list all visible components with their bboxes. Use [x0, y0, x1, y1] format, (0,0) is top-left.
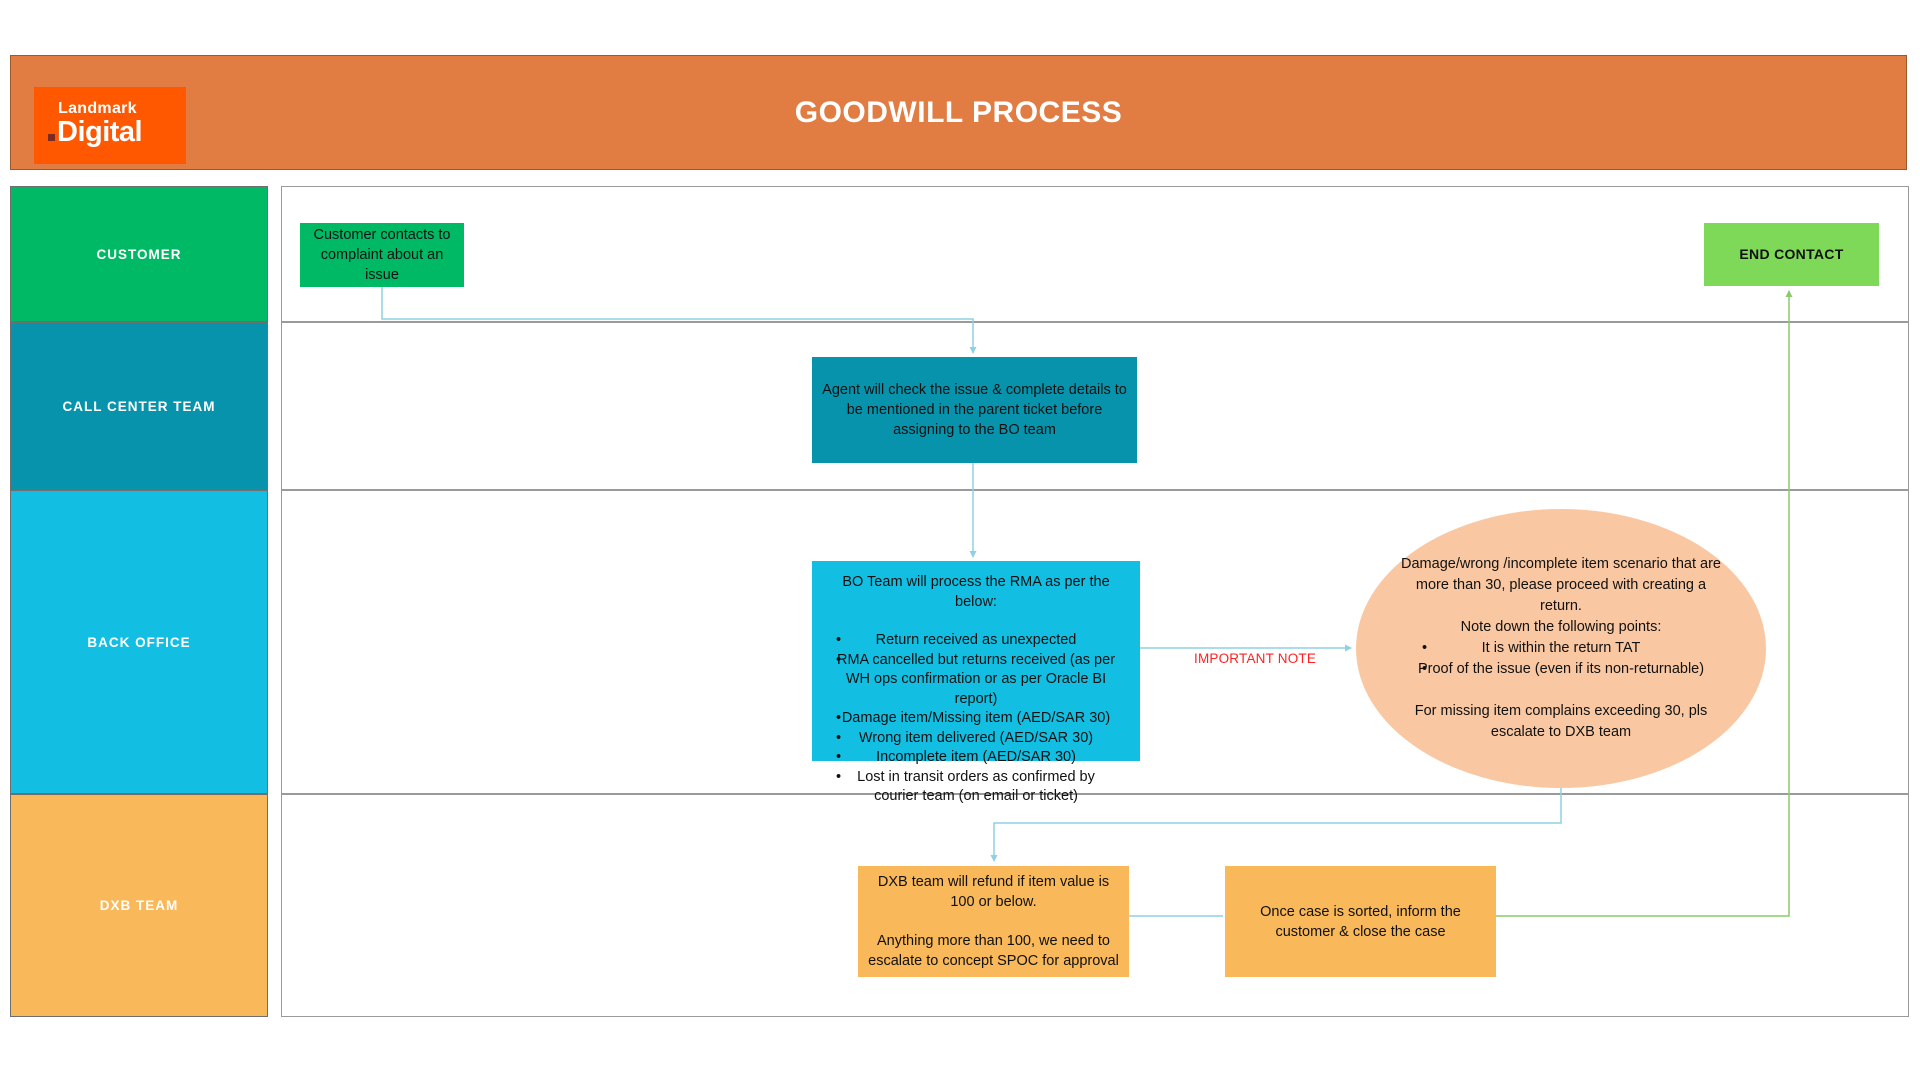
bullet-icon: •: [836, 632, 842, 648]
bo-bullet: •Wrong item delivered (AED/SAR 30): [820, 729, 1132, 749]
note-bullet: •Proof of the issue (even if its non-ret…: [1394, 659, 1728, 680]
dxb-refund-para1: DXB team will refund if item value is 10…: [877, 874, 1110, 910]
bullet-icon: •: [1422, 640, 1428, 656]
bo-bullet: •Incomplete item (AED/SAR 30): [820, 748, 1132, 768]
bo-bullet: •Damage item/Missing item (AED/SAR 30): [820, 709, 1132, 729]
logo-dot-icon: [48, 134, 55, 141]
bo-process-title: BO Team will process the RMA as per the …: [842, 574, 1110, 610]
node-important-note-ellipse: Damage/wrong /incomplete item scenario t…: [1356, 509, 1766, 788]
bullet-icon: •: [836, 651, 842, 668]
note-bullet-list: •It is within the return TAT •Proof of t…: [1394, 638, 1728, 680]
note-line2: Note down the following points:: [1460, 619, 1662, 635]
logo-text-digital: Digital: [48, 117, 186, 147]
bo-bullet: •Lost in transit orders as confirmed by …: [836, 768, 1095, 805]
logo-text-landmark: Landmark: [58, 100, 137, 117]
node-end-contact: END CONTACT: [1704, 223, 1879, 286]
node-customer-contact: Customer contacts to complaint about an …: [300, 223, 464, 287]
note-footer: For missing item complains exceeding 30,…: [1414, 703, 1708, 740]
note-line1: Damage/wrong /incomplete item scenario t…: [1401, 556, 1721, 614]
bullet-icon: •: [1422, 661, 1428, 677]
header-banner: Landmark Digital GOODWILL PROCESS: [10, 55, 1907, 170]
node-dxb-close-case: Once case is sorted, inform the customer…: [1225, 866, 1496, 977]
bo-bullet: •Return received as unexpected: [820, 631, 1132, 651]
important-note-label: IMPORTANT NOTE: [1194, 651, 1317, 666]
landmark-digital-logo: Landmark Digital: [34, 87, 186, 164]
lane-label-dxb-team: DXB TEAM: [10, 794, 268, 1017]
note-bullet: •It is within the return TAT: [1394, 638, 1728, 659]
bullet-icon: •: [836, 710, 842, 726]
bullet-icon: •: [836, 768, 842, 785]
bullet-icon: •: [836, 749, 842, 765]
bo-bullet: •RMA cancelled but returns received (as …: [836, 651, 1116, 707]
lane-label-customer: CUSTOMER: [10, 186, 268, 322]
lane-label-back-office: BACK OFFICE: [10, 490, 268, 794]
bo-process-bullet-list: •Return received as unexpected •RMA canc…: [820, 631, 1132, 807]
lane-label-call-center-team: CALL CENTER TEAM: [10, 322, 268, 490]
bullet-icon: •: [836, 729, 842, 746]
node-agent-check: Agent will check the issue & complete de…: [812, 357, 1137, 463]
lane-row-customer: [281, 186, 1909, 322]
node-dxb-refund: DXB team will refund if item value is 10…: [858, 866, 1129, 977]
page-title: GOODWILL PROCESS: [794, 95, 1123, 129]
node-bo-process: BO Team will process the RMA as per the …: [812, 561, 1140, 804]
dxb-refund-para2: Anything more than 100, we need to escal…: [868, 933, 1119, 969]
